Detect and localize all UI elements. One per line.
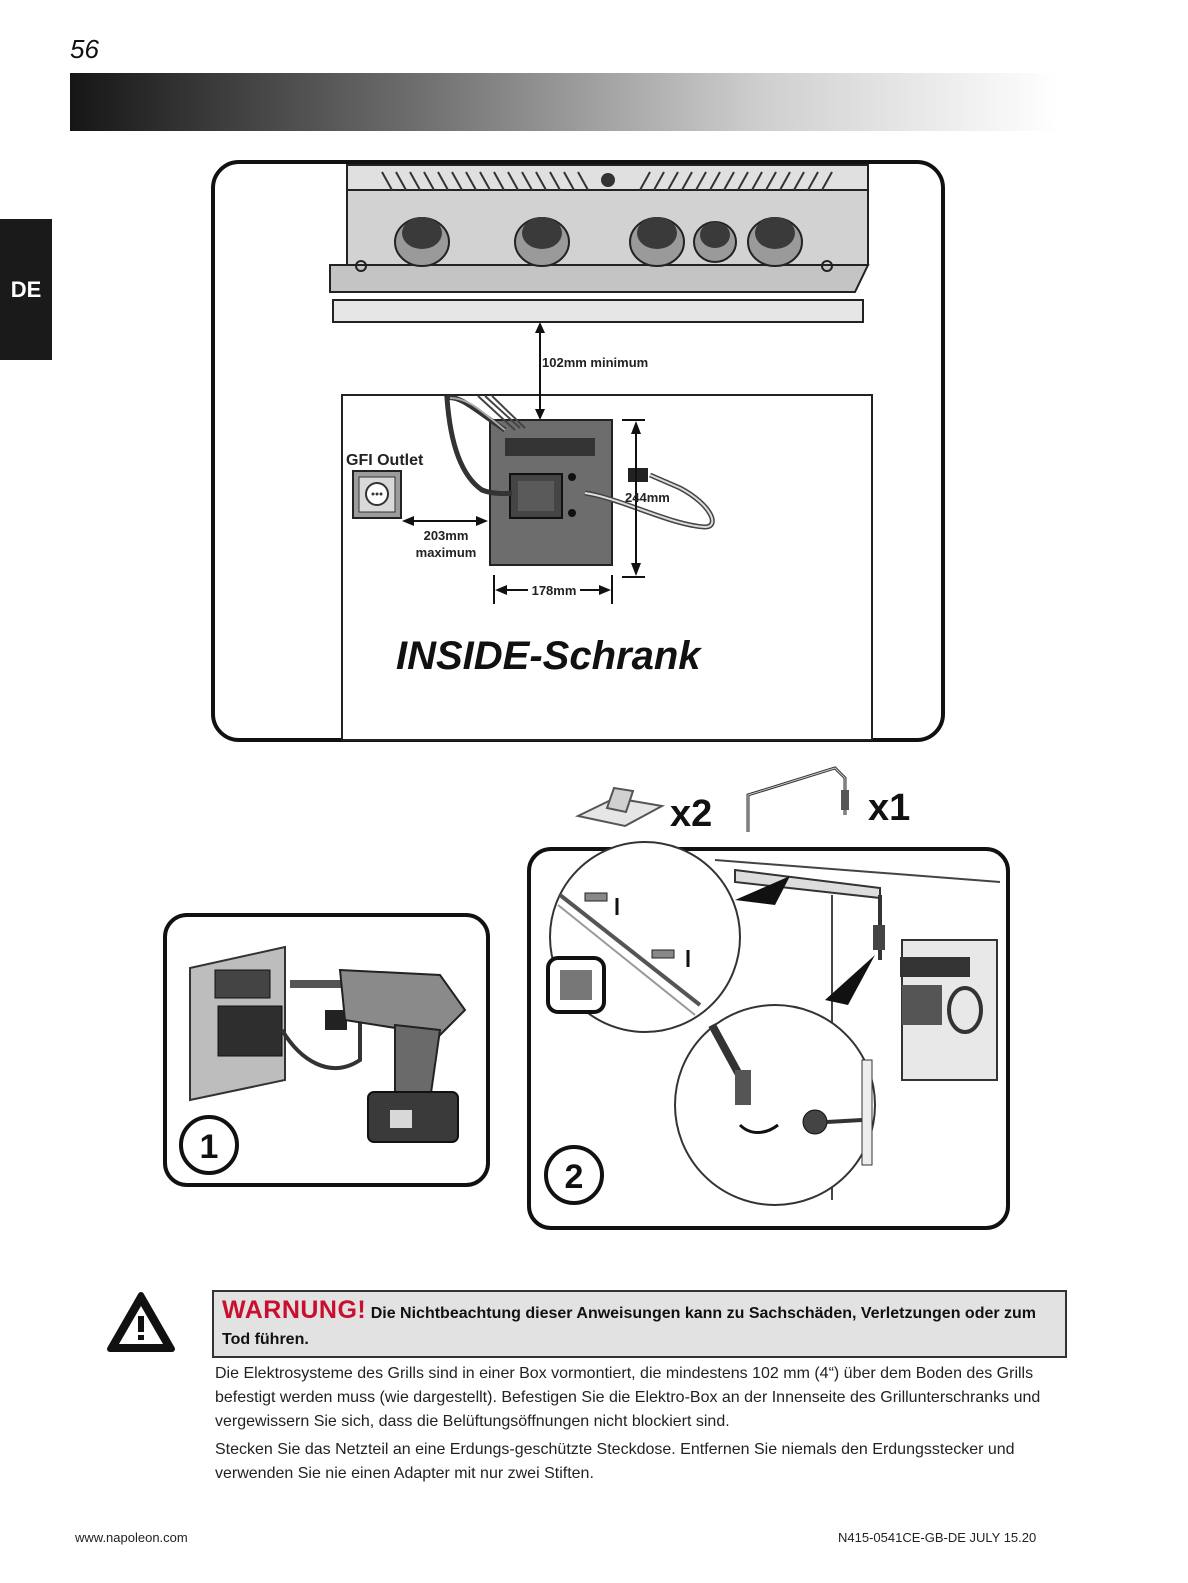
parts-wire-harness: [746, 766, 849, 832]
warning-triangle-icon: [107, 1292, 175, 1352]
gfi-outlet-label: GFI Outlet: [346, 452, 424, 469]
dimension-width-label: 178mm: [532, 583, 577, 598]
dimension-distance-label: 203mm: [424, 528, 469, 543]
header-gradient-bar: [70, 73, 1060, 131]
harness-quantity: x1: [868, 787, 910, 829]
plug-icon: [325, 1010, 347, 1030]
parts-clip: [574, 786, 666, 828]
figure-caption: INSIDE-Schrank: [396, 634, 702, 678]
page-number: 56: [70, 34, 99, 64]
language-tab: DE: [0, 219, 52, 360]
warning-text: Die Nichtbeachtung dieser Anweisungen ka…: [222, 1305, 1037, 1348]
step-number: 2: [565, 1158, 584, 1196]
plug-icon: [628, 468, 648, 482]
body-paragraph: Stecken Sie das Netzteil an eine Erdungs…: [215, 1441, 1015, 1482]
grill-control-panel: [329, 164, 870, 323]
knob-icon: [514, 217, 570, 267]
footer-doc-code: N415-0541CE-GB-DE JULY 15.20: [838, 1530, 1037, 1545]
step-number: 1: [200, 1128, 219, 1166]
dimension-min-label: 102mm minimum: [542, 355, 648, 370]
footer-url: www.napoleon.com: [75, 1530, 188, 1545]
warning-box: WARNUNG! Die Nichtbeachtung dieser Anwei…: [212, 1290, 1067, 1358]
knob-icon: [394, 217, 450, 267]
step-2-panel: 2: [527, 841, 1010, 1230]
dimension-height-label: 244mm: [625, 490, 670, 505]
drill-icon: [290, 968, 467, 1143]
knob-icon: [747, 217, 803, 267]
figure-electrical-box-placement: 102mm minimum GFI Outlet 244mm 203mm max…: [211, 160, 945, 742]
knob-icon: [693, 221, 737, 263]
warning-title: WARNUNG!: [222, 1296, 367, 1324]
knob-icon: [629, 217, 685, 267]
body-paragraph: Die Elektrosysteme des Grills sind in ei…: [215, 1365, 1041, 1430]
step-1-panel: 1: [163, 913, 490, 1187]
clip-quantity: x2: [670, 793, 712, 835]
dimension-distance-sublabel: maximum: [416, 545, 477, 560]
gfi-outlet: [352, 470, 402, 519]
